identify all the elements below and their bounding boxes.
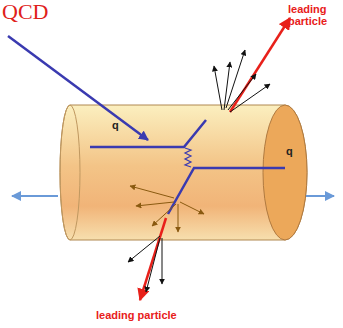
upper-jet xyxy=(214,50,270,112)
beam-arrows xyxy=(12,196,334,197)
quark-label: q xyxy=(286,146,306,158)
leading-particles xyxy=(140,18,290,300)
medium-cylinder xyxy=(60,105,307,240)
leading-particle-label: leading particle xyxy=(96,310,216,322)
quark-label: q xyxy=(112,120,132,132)
lower-jet xyxy=(128,186,204,292)
partons xyxy=(8,36,285,214)
slide-title: QCD xyxy=(2,0,48,23)
leading-particle-label: leading particle xyxy=(288,4,340,27)
